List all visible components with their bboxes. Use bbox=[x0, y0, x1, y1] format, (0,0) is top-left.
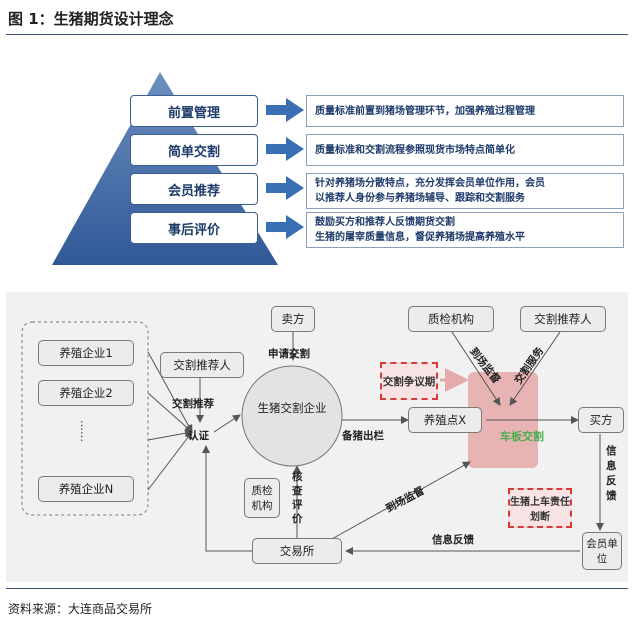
farm-1: 养殖企业1 bbox=[38, 340, 134, 366]
level-post-evaluation: 事后评价 bbox=[130, 212, 258, 244]
quality-inspector-left: 质检机构 bbox=[244, 478, 280, 518]
level-arrows bbox=[266, 98, 304, 239]
vehicle-delivery-label: 车板交割 bbox=[500, 430, 544, 443]
buyer-node: 买方 bbox=[578, 407, 624, 433]
desc-post-evaluation: 鼓励买方和推荐人反馈期货交割 生猪的屠宰质量信息，督促养猪场提高养殖水平 bbox=[306, 212, 624, 248]
farm-ellipsis: …… bbox=[78, 420, 91, 442]
farm-2: 养殖企业2 bbox=[38, 380, 134, 406]
apply-delivery-label: 申请交割 bbox=[268, 348, 310, 360]
desc-line: 质量标准和交割流程参照现货市场特点简单化 bbox=[315, 144, 515, 156]
source-note: 资料来源：大连商品交易所 bbox=[8, 602, 153, 616]
delivery-point-node: 养殖点X bbox=[408, 407, 482, 433]
responsibility-box: 生猪上车责任划断 bbox=[508, 488, 572, 528]
feedback-bottom-label: 信息反馈 bbox=[432, 534, 474, 546]
level-front-management: 前置管理 bbox=[130, 95, 258, 127]
desc-member-recommend: 针对养猪场分散特点，充分发挥会员单位作用，会员 以推荐人身份参与养猪场辅导、跟踪… bbox=[306, 173, 624, 209]
recommend-label: 交割推荐 bbox=[172, 398, 214, 410]
stock-out-label: 备猪出栏 bbox=[342, 430, 384, 442]
certify-label: 认证 bbox=[188, 430, 209, 442]
exchange-node: 交易所 bbox=[252, 538, 342, 564]
desc-line: 鼓励买方和推荐人反馈期货交割 bbox=[315, 217, 455, 228]
desc-front-management: 质量标准前置到猪场管理环节，加强养殖过程管理 bbox=[306, 95, 624, 127]
delivery-recommender-node: 交割推荐人 bbox=[160, 352, 244, 378]
delivery-recommender-top: 交割推荐人 bbox=[520, 306, 606, 332]
dispute-period-box: 交割争议期 bbox=[380, 362, 438, 400]
verify-evaluate-label: 核查评价 bbox=[292, 471, 303, 525]
level-simple-delivery: 简单交割 bbox=[130, 134, 258, 166]
desc-line: 生猪的屠宰质量信息，督促养猪场提高养殖水平 bbox=[315, 232, 525, 243]
member-unit-node: 会员单位 bbox=[582, 532, 622, 570]
desc-line: 质量标准前置到猪场管理环节，加强养殖过程管理 bbox=[315, 105, 535, 117]
desc-simple-delivery: 质量标准和交割流程参照现货市场特点简单化 bbox=[306, 134, 624, 166]
level-member-recommend: 会员推荐 bbox=[130, 173, 258, 205]
seller-node: 卖方 bbox=[271, 306, 315, 332]
farm-n: 养殖企业N bbox=[38, 476, 134, 502]
desc-line: 以推荐人身份参与养猪场辅导、跟踪和交割服务 bbox=[315, 193, 525, 204]
quality-inspector-top: 质检机构 bbox=[408, 306, 494, 332]
feedback-right-label: 信息反馈 bbox=[606, 445, 617, 502]
figure-title: 图 1：生猪期货设计理念 bbox=[8, 10, 174, 28]
desc-line: 针对养猪场分散特点，充分发挥会员单位作用，会员 bbox=[315, 178, 545, 189]
source-rule bbox=[6, 588, 628, 589]
title-rule bbox=[6, 34, 628, 35]
enterprise-node: 生猪交割企业 bbox=[257, 401, 327, 415]
